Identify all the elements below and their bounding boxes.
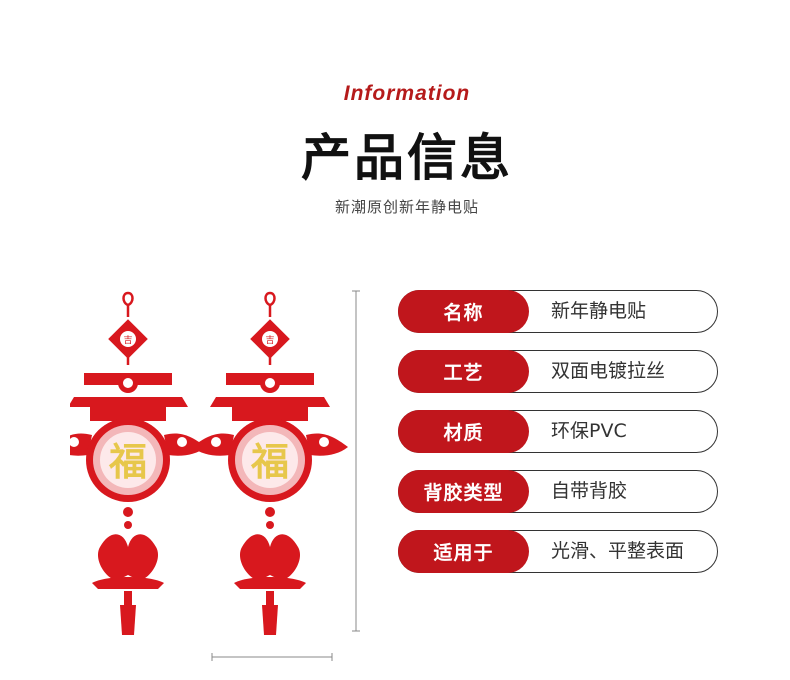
info-row-name: 名称 新年静电贴 <box>398 290 718 333</box>
info-value: 光滑、平整表面 <box>551 540 685 562</box>
info-list: 名称 新年静电贴 工艺 双面电镀拉丝 材质 环保PVC 背胶类型 自带背胶 适用… <box>398 290 720 590</box>
info-label: 名称 <box>398 290 529 333</box>
info-row-craft: 工艺 双面电镀拉丝 <box>398 350 718 393</box>
info-label: 工艺 <box>398 350 529 393</box>
info-value: 新年静电贴 <box>551 300 647 322</box>
info-row-adhesive: 背胶类型 自带背胶 <box>398 470 718 513</box>
info-label: 适用于 <box>398 530 529 573</box>
info-value: 双面电镀拉丝 <box>551 360 666 382</box>
info-value: 自带背胶 <box>551 480 628 502</box>
info-value: 环保PVC <box>551 420 627 442</box>
page-subtitle: 新潮原创新年静电贴 <box>334 198 479 216</box>
info-label: 背胶类型 <box>398 470 529 513</box>
product-image: 吉 福 <box>70 285 370 665</box>
info-label: 材质 <box>398 410 529 453</box>
page-title: 产品信息 <box>301 128 513 187</box>
info-row-surface: 适用于 光滑、平整表面 <box>398 530 718 573</box>
info-row-material: 材质 环保PVC <box>398 410 718 453</box>
english-title: Information <box>343 82 471 105</box>
